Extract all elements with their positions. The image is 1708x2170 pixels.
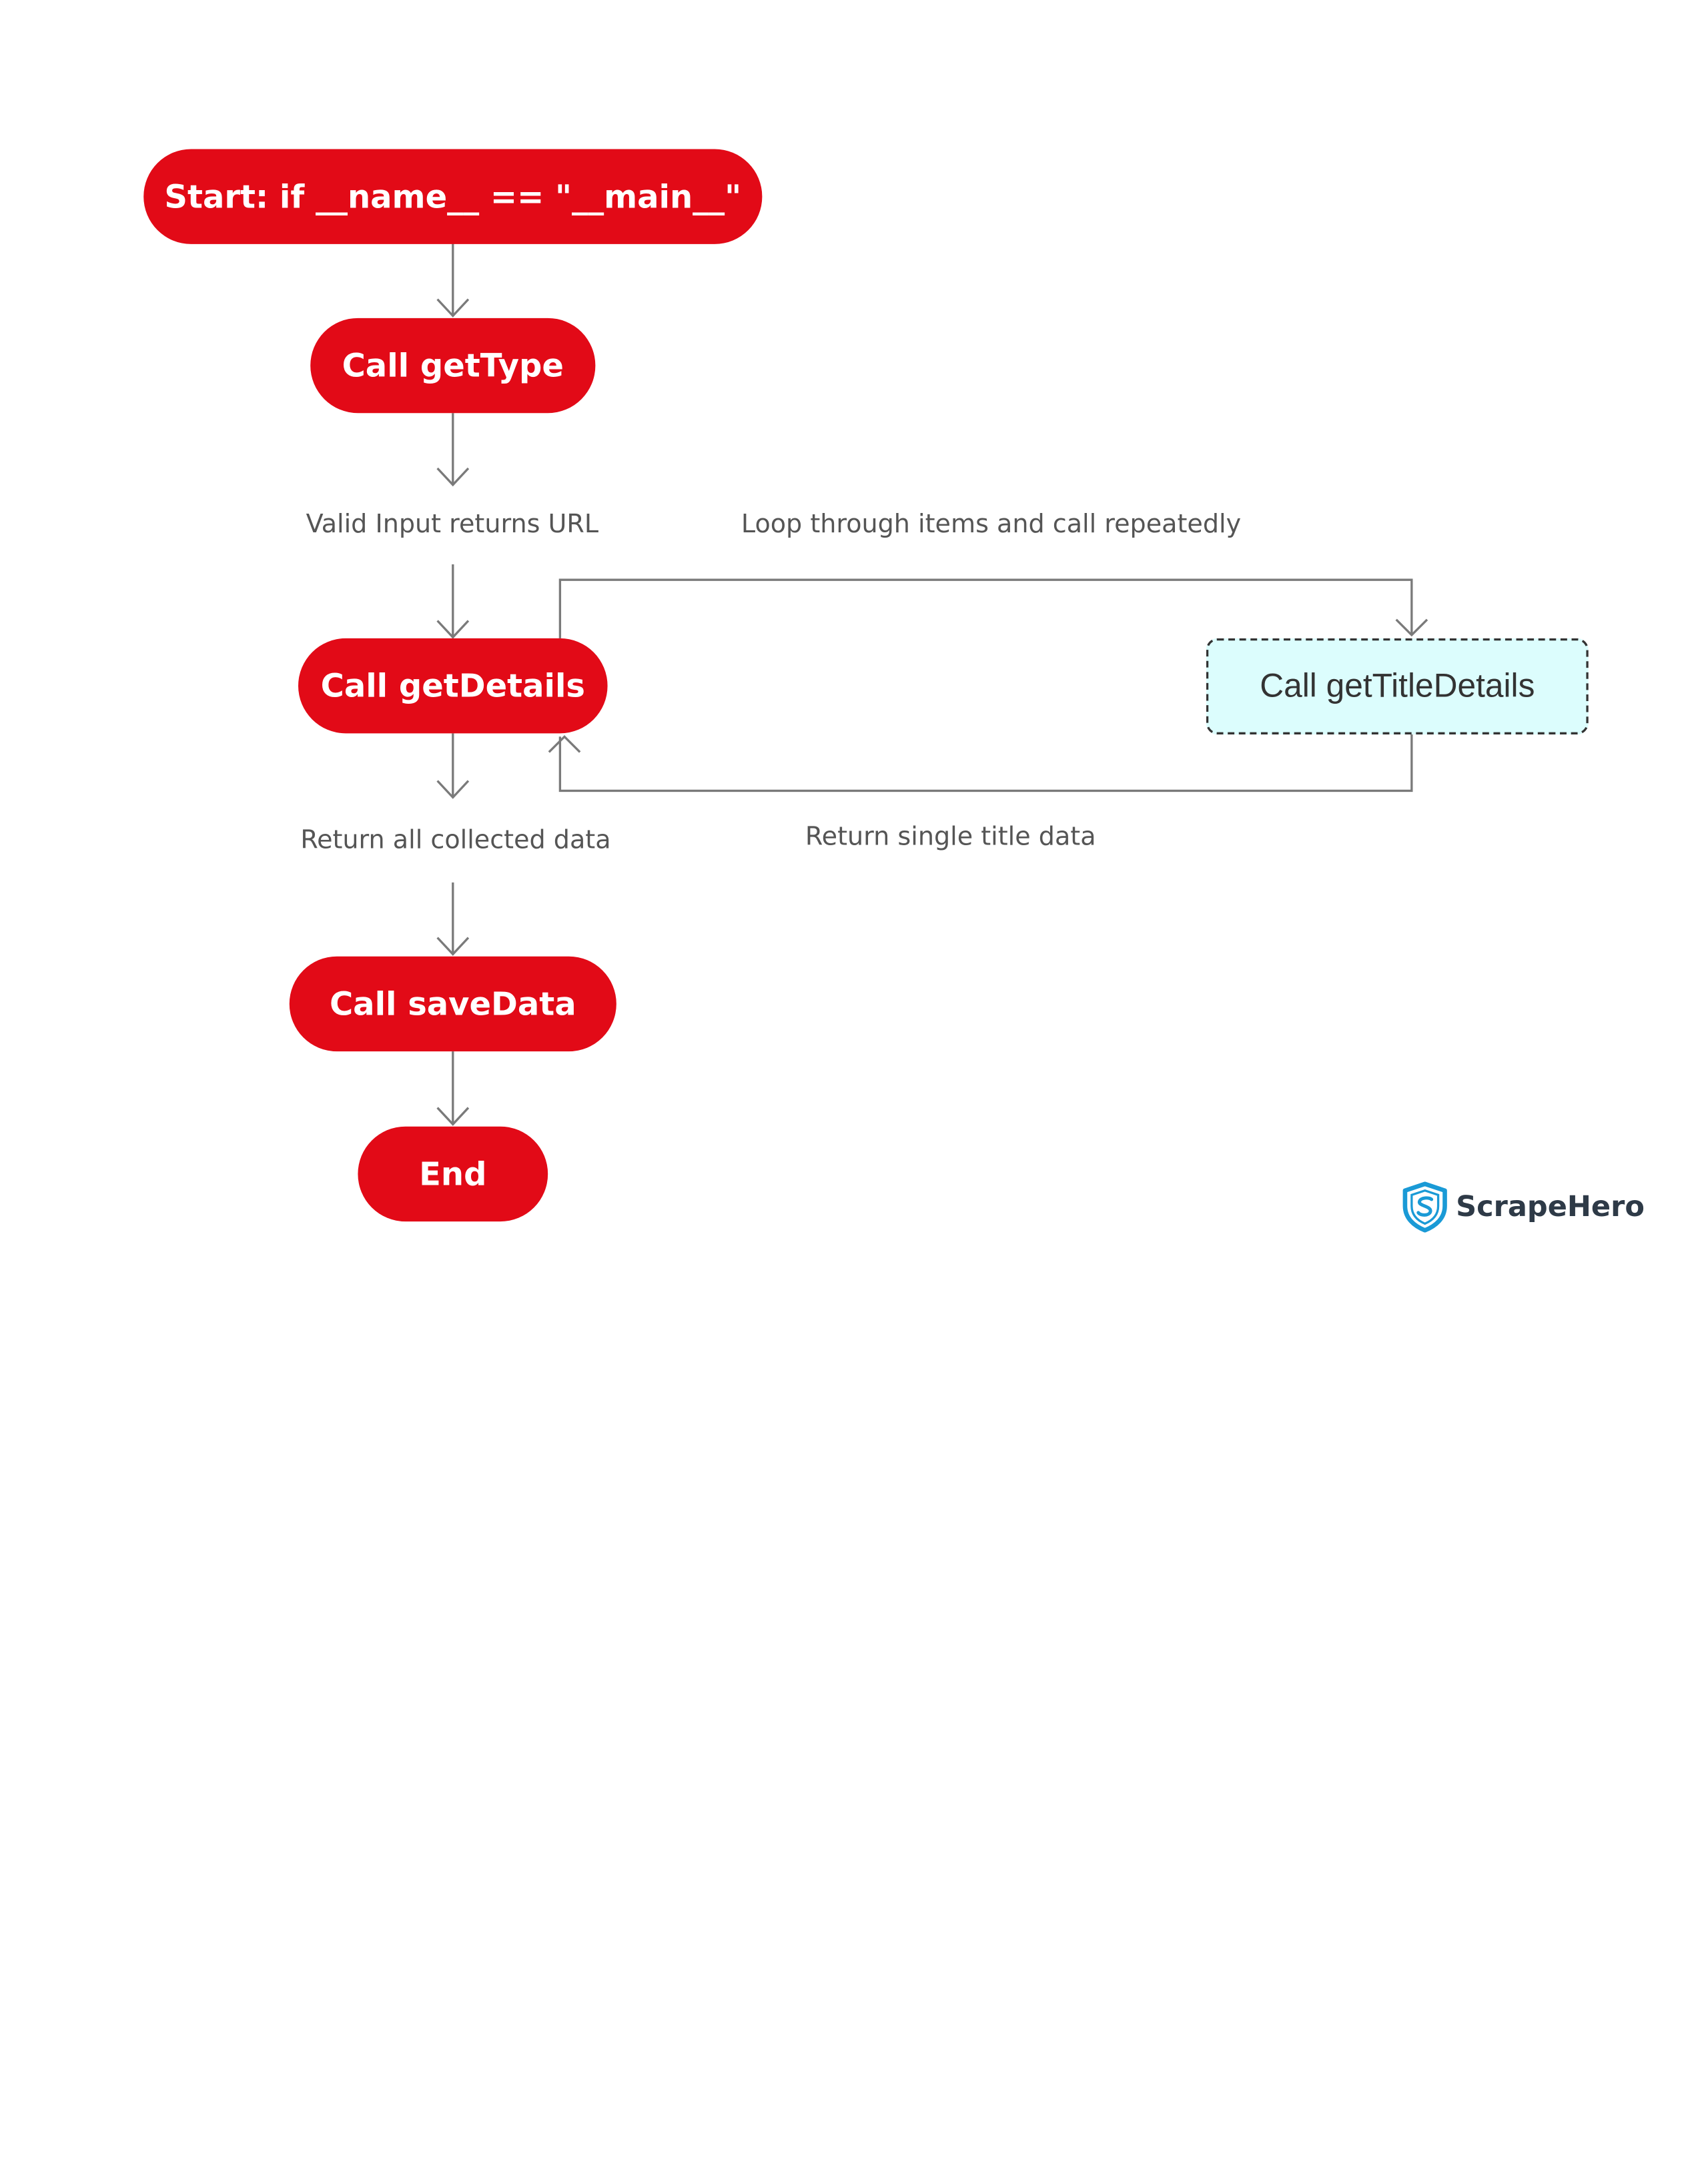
getdetails-node-label: Call getDetails — [320, 666, 586, 705]
loop-items-label: Loop through items and call repeatedly — [741, 510, 1242, 539]
gettitledetails-node: Call getTitleDetails — [1206, 638, 1589, 734]
arrowhead-gettype — [436, 298, 470, 318]
arrowhead-valid-input — [436, 467, 470, 487]
arrowhead-titledetails — [1395, 618, 1428, 637]
end-node: End — [358, 1126, 548, 1222]
gettype-node: Call getType — [310, 318, 596, 414]
gettitledetails-node-label: Call getTitleDetails — [1260, 667, 1535, 704]
scrapehero-logo: ScrapeHero — [1400, 1181, 1645, 1233]
arrow-return-to-getdetails — [558, 733, 1413, 792]
valid-input-label: Valid Input returns URL — [306, 510, 599, 539]
savedata-node: Call saveData — [289, 956, 616, 1052]
arrowhead-end — [436, 1107, 470, 1126]
arrowhead-getdetails — [436, 620, 470, 639]
arrowhead-return-getdetails — [548, 734, 581, 753]
arrowhead-savedata — [436, 937, 470, 956]
savedata-node-label: Call saveData — [329, 985, 576, 1023]
logo-text: ScrapeHero — [1456, 1190, 1645, 1224]
end-node-label: End — [419, 1155, 487, 1193]
shield-s-icon — [1402, 1181, 1447, 1233]
start-node-label: Start: if __name__ == "__main__" — [164, 177, 742, 215]
getdetails-node: Call getDetails — [298, 638, 608, 734]
gettype-node-label: Call getType — [342, 346, 564, 385]
connectors — [436, 243, 1428, 1126]
arrowhead-return-all — [436, 780, 470, 799]
arrow-loop-to-titledetails — [558, 578, 1413, 638]
return-all-label: Return all collected data — [300, 826, 611, 855]
start-node: Start: if __name__ == "__main__" — [143, 149, 763, 244]
return-single-label: Return single title data — [805, 823, 1096, 852]
